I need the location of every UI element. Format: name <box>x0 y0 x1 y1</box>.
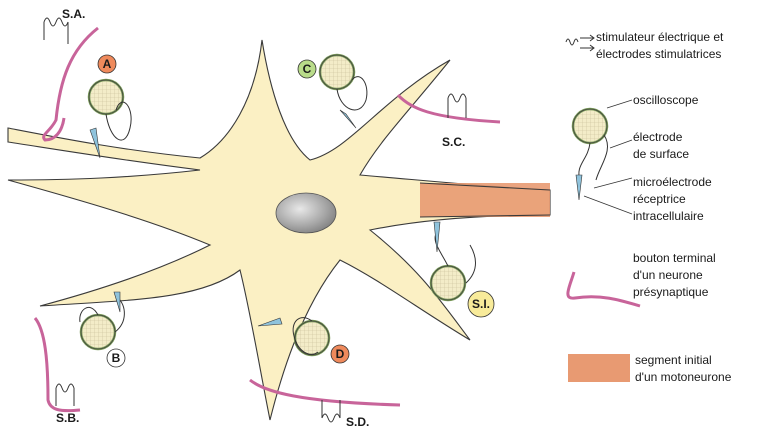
stimulator-label-sa: S.A. <box>62 7 85 21</box>
electrode-icon-b <box>114 292 120 312</box>
site-label-b: B <box>112 351 121 365</box>
legend-oscilloscope-icon <box>573 109 607 143</box>
initial-segment <box>420 183 550 217</box>
coil-stimulator-icon-sb <box>56 384 74 406</box>
coil-stimulator-icon-sd <box>322 400 340 422</box>
legend-micro-line1: microélectrode <box>633 175 712 189</box>
coil-stimulator-icon-sa <box>44 18 68 44</box>
legend-segment-line2: d'un motoneurone <box>635 370 732 384</box>
legend-stimulator-icon <box>566 35 594 51</box>
legend: stimulateur électrique et électrodes sti… <box>566 30 732 384</box>
legend-bouton-line1: bouton terminal <box>633 251 716 265</box>
legend-bouton-line3: présynaptique <box>633 285 709 299</box>
nucleus <box>276 193 336 233</box>
legend-segment-swatch <box>568 354 630 382</box>
oscilloscope-icon-b <box>81 315 115 349</box>
oscilloscope-icon-d <box>295 321 329 355</box>
site-label-d: D <box>336 347 345 361</box>
stimulator-label-si: S.I. <box>472 297 490 311</box>
stimulator-label-sc: S.C. <box>442 135 465 149</box>
presynaptic-terminal-sb <box>35 318 80 411</box>
presynaptic-terminal-sa <box>44 28 98 140</box>
legend-segment-line1: segment initial <box>635 353 712 367</box>
legend-bouton-line2: d'un neurone <box>633 268 703 282</box>
coil-stimulator-icon-sc <box>448 94 466 118</box>
site-label-c: C <box>303 62 312 76</box>
legend-stimulator-line2: électrodes stimulatrices <box>596 47 721 61</box>
oscilloscope-icon-si <box>431 266 465 300</box>
legend-bouton-icon <box>568 272 640 306</box>
legend-micro-line3: intracellulaire <box>633 209 704 223</box>
stimulator-label-sd: S.D. <box>346 415 369 429</box>
stimulator-label-sb: S.B. <box>56 411 79 425</box>
electrode-icon-c <box>340 110 356 128</box>
legend-surface-line2: de surface <box>633 147 689 161</box>
site-label-a: A <box>103 57 112 71</box>
oscilloscope-icon-c <box>320 55 354 89</box>
oscilloscope-icon-a <box>89 80 123 114</box>
legend-oscilloscope: oscilloscope <box>633 93 699 107</box>
legend-micro-line2: réceptrice <box>633 192 686 206</box>
legend-stimulator-line1: stimulateur électrique et <box>596 30 724 44</box>
legend-surface-line1: électrode <box>633 130 683 144</box>
legend-electrode-icon <box>576 175 582 200</box>
